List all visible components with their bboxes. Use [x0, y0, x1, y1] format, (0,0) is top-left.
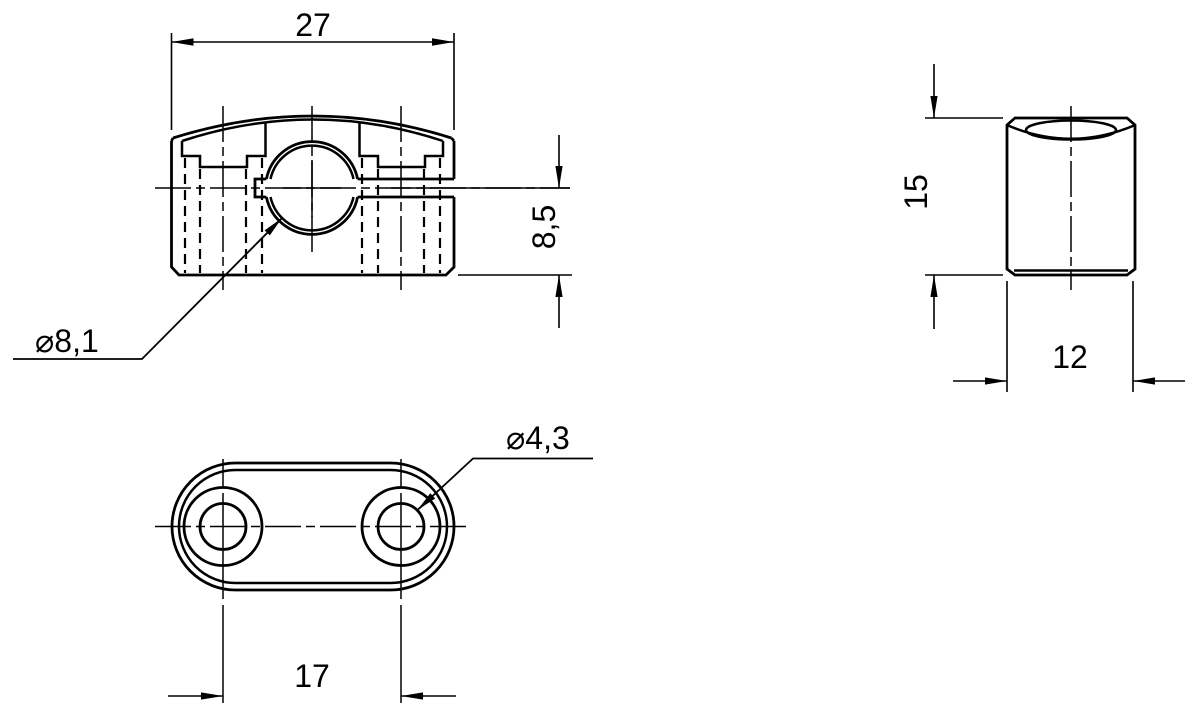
- dimension-text-17: 17: [294, 658, 330, 694]
- front-top-arc-outer: [172, 114, 452, 140]
- arrowhead-85-bottom: [555, 275, 563, 297]
- front-top-arc-inner: [181, 118, 444, 143]
- dimension-text-85: 8,5: [526, 205, 562, 249]
- leader-arrowhead-43: [417, 493, 436, 511]
- dimension-text-15: 15: [898, 174, 934, 210]
- arrowhead-27-right: [432, 38, 454, 46]
- leader-line-81: [13, 217, 283, 360]
- callout-bore-diameter: ⌀8,1: [13, 217, 283, 360]
- side-view: 15 12: [898, 64, 1185, 392]
- arrowhead-17-left: [201, 692, 223, 700]
- dimension-text-27: 27: [295, 7, 331, 43]
- arrowhead-85-top: [555, 166, 563, 188]
- dimension-clamp-height: 8,5: [458, 135, 572, 328]
- clamp-slit: [357, 177, 454, 199]
- extension-lines-12: [1006, 281, 1134, 392]
- dimension-text-12: 12: [1052, 339, 1088, 375]
- dimension-side-height: 15: [898, 64, 1003, 329]
- arrowhead-15-bottom: [930, 275, 938, 297]
- front-outline-body: [170, 141, 456, 277]
- bore-crosshair: [283, 160, 341, 217]
- extension-lines-15: [925, 117, 1003, 276]
- obround-outline-outer: [170, 461, 456, 592]
- counterbore-right: [360, 486, 442, 567]
- relief-notch: [253, 177, 267, 199]
- dimension-front-width: 27: [170, 7, 455, 130]
- dimension-side-depth: 12: [953, 281, 1185, 392]
- bore-chamfer-circle-bottom: [265, 196, 359, 236]
- callout-hole-diameter: ⌀4,3: [416, 420, 593, 511]
- arrowhead-27-left: [171, 38, 194, 46]
- bore-chamfer-circle-top: [265, 140, 359, 180]
- callout-text-81: ⌀8,1: [35, 323, 99, 359]
- side-outline: [1005, 116, 1137, 277]
- arrowhead-17-right: [401, 692, 423, 700]
- arrowhead-15-top: [930, 96, 938, 118]
- front-recess-steps-left: [180, 122, 267, 169]
- leader-arrowhead-81: [264, 218, 282, 236]
- callout-text-43: ⌀4,3: [506, 420, 570, 456]
- side-bore-opening-ellipse: [1024, 119, 1118, 141]
- front-top-corner-bevels: [170, 137, 456, 142]
- bore-circle-top: [269, 144, 355, 180]
- bore-circle-bottom: [269, 196, 355, 232]
- front-view: 27 8,5 ⌀8,1: [13, 7, 572, 360]
- screw-hole-left: [198, 502, 248, 551]
- counterbore-left: [182, 486, 264, 567]
- dimension-hole-spacing: 17: [168, 658, 456, 700]
- bottom-view: ⌀4,3 17: [155, 420, 593, 703]
- leader-line-43: [416, 457, 593, 511]
- front-recess-steps-right: [358, 122, 445, 169]
- arrowhead-12-left: [985, 377, 1007, 385]
- screw-hole-right: [376, 502, 426, 551]
- arrowhead-12-right: [1133, 377, 1155, 385]
- extension-lines-27: [170, 33, 455, 130]
